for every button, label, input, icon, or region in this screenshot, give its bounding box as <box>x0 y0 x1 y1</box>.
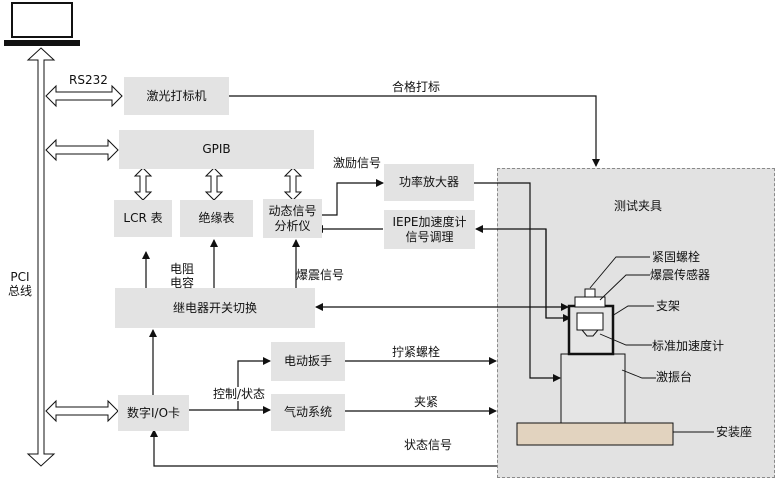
status-signal-label: 状态信号 <box>404 438 453 452</box>
iepe-conditioner-box[interactable]: IEPE加速度计 信号调理 <box>384 210 475 249</box>
pci-label-line2: 总线 <box>7 284 32 298</box>
mount-label: 安装座 <box>716 425 753 439</box>
gpib-box[interactable]: GPIB <box>119 130 314 169</box>
gpib-link-arrows <box>133 167 303 201</box>
control-status-label: 控制/状态 <box>213 387 266 401</box>
resistance-label: 电阻 <box>170 262 195 276</box>
pci-bus-arrow <box>26 47 56 467</box>
relay-switch-box[interactable]: 继电器开关切换 <box>115 288 315 328</box>
leader-lines <box>589 256 714 433</box>
lcr-meter-box[interactable]: LCR 表 <box>114 200 172 237</box>
tighten-bolt-label: 拧紧螺栓 <box>392 345 441 359</box>
power-amplifier-box[interactable]: 功率放大器 <box>384 164 474 201</box>
rs232-label: RS232 <box>69 73 108 87</box>
fixture-title: 测试夹具 <box>614 199 663 213</box>
signal-analyzer-line2: 分析仪 <box>274 218 311 233</box>
capacitance-label: 电容 <box>170 276 195 290</box>
bus-link-arrows <box>45 84 123 423</box>
bolt-label: 紧固螺栓 <box>652 250 701 264</box>
shaker-body <box>560 353 626 424</box>
computer-icon <box>4 2 80 46</box>
signal-analyzer-box[interactable]: 动态信号 分析仪 <box>263 199 322 238</box>
excitation-label: 激励信号 <box>333 156 382 170</box>
digital-io-card-box[interactable]: 数字I/O卡 <box>118 395 189 431</box>
pneumatic-system-box[interactable]: 气动系统 <box>271 394 345 431</box>
pci-label-line1: PCI <box>10 270 30 284</box>
reference-accelerometer-label: 标准加速度计 <box>652 339 725 353</box>
signal-analyzer-line1: 动态信号 <box>268 203 317 218</box>
bracket-label: 支架 <box>656 299 681 313</box>
insulation-meter-box[interactable]: 绝缘表 <box>180 200 253 237</box>
iepe-line2: 信号调理 <box>405 229 454 244</box>
mount-base <box>516 422 674 446</box>
shaker-label: 激振台 <box>656 370 693 384</box>
electric-wrench-box[interactable]: 电动扳手 <box>271 342 345 381</box>
clamp-label: 夹紧 <box>414 395 439 409</box>
resistance-capacitance-label: 电阻 电容 <box>170 262 194 290</box>
laser-marker-box[interactable]: 激光打标机 <box>124 77 229 115</box>
iepe-line1: IEPE加速度计 <box>392 214 467 229</box>
knock-sensor-drawing <box>574 288 606 337</box>
pass-mark-label: 合格打标 <box>392 80 441 94</box>
pci-label: PCI 总线 <box>6 270 34 298</box>
knock-signal-label: 爆震信号 <box>296 268 345 282</box>
knock-sensor-label: 爆震传感器 <box>650 268 711 282</box>
